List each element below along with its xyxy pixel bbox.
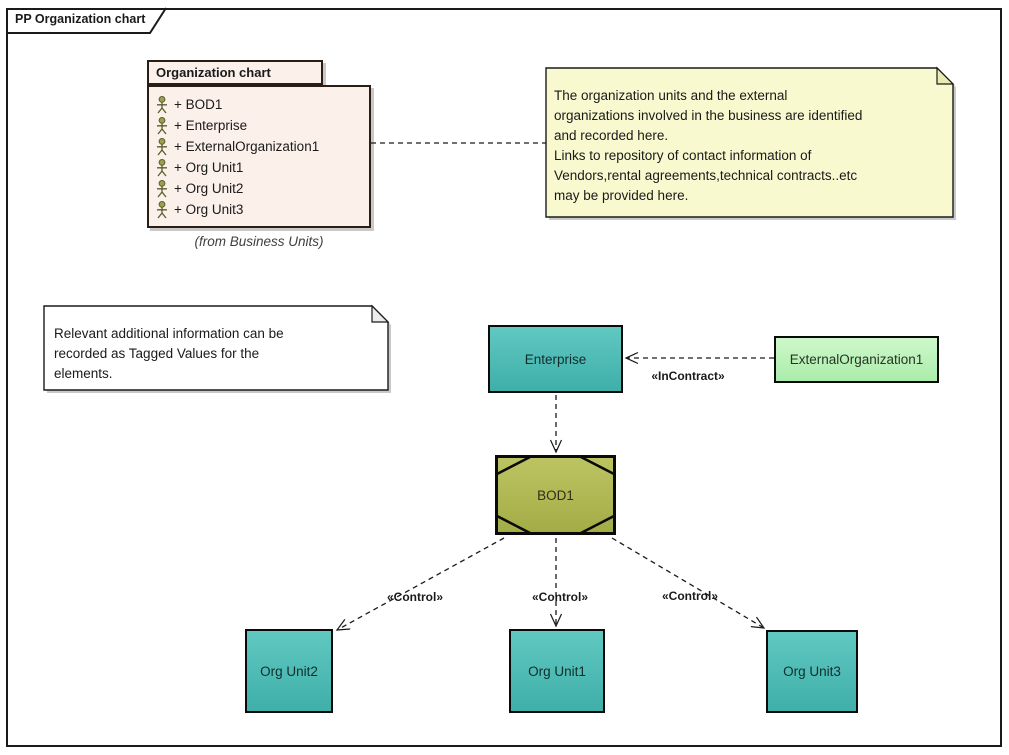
node-label: Org Unit2 <box>260 663 318 679</box>
package-organization-chart[interactable]: + BOD1 + Enterprise + ExternalOrganizati… <box>147 85 371 228</box>
package-item-bod1[interactable]: + BOD1 <box>149 94 369 115</box>
node-label: Enterprise <box>524 351 587 367</box>
node-label: Org Unit1 <box>528 663 586 679</box>
package-item-orgunit1[interactable]: + Org Unit1 <box>149 157 369 178</box>
node-label: ExternalOrganization1 <box>789 352 924 367</box>
package-item-label: + Enterprise <box>174 118 248 133</box>
node-org-unit1[interactable]: Org Unit1 <box>509 629 605 713</box>
note-identification-text-area[interactable]: The organization units and the external … <box>546 68 953 217</box>
actor-icon <box>157 158 167 176</box>
diagram-title: PP Organization chart <box>15 12 146 26</box>
package-item-label: + Org Unit1 <box>174 160 244 175</box>
package-title: Organization chart <box>156 65 271 80</box>
connector-label-incontract[interactable]: «InContract» <box>651 369 725 383</box>
package-item-label: + BOD1 <box>174 97 223 112</box>
note-tagged-values-text-area[interactable]: Relevant additional information can be r… <box>44 306 388 390</box>
actor-icon <box>157 200 167 218</box>
package-item-label: + Org Unit2 <box>174 181 244 196</box>
package-tab[interactable]: Organization chart <box>147 60 323 85</box>
node-external-organization1[interactable]: ExternalOrganization1 <box>774 336 939 383</box>
package-from-label: (from Business Units) <box>194 234 324 249</box>
node-label: BOD1 <box>537 487 574 503</box>
package-item-orgunit3[interactable]: + Org Unit3 <box>149 199 369 220</box>
note-text: The organization units and the external … <box>554 88 863 203</box>
package-item-orgunit2[interactable]: + Org Unit2 <box>149 178 369 199</box>
note-text: Relevant additional information can be r… <box>54 326 284 381</box>
connector-label-control-orgunit1[interactable]: «Control» <box>531 590 588 604</box>
connector-label-control-orgunit3[interactable]: «Control» <box>661 589 718 603</box>
board-corner-decoration-icon <box>495 455 616 535</box>
node-enterprise[interactable]: Enterprise <box>488 325 623 393</box>
node-bod1[interactable]: BOD1 <box>495 455 616 535</box>
package-item-label: + Org Unit3 <box>174 202 244 217</box>
actor-icon <box>157 179 167 197</box>
node-org-unit2[interactable]: Org Unit2 <box>245 629 333 713</box>
diagram-frame <box>6 8 1002 747</box>
actor-icon <box>157 95 167 113</box>
connector-label-control-orgunit2[interactable]: «Control» <box>386 590 443 604</box>
actor-icon <box>157 137 167 155</box>
package-item-externalorganization1[interactable]: + ExternalOrganization1 <box>149 136 369 157</box>
node-label: Org Unit3 <box>783 664 841 679</box>
package-item-enterprise[interactable]: + Enterprise <box>149 115 369 136</box>
node-org-unit3[interactable]: Org Unit3 <box>766 630 858 713</box>
package-item-label: + ExternalOrganization1 <box>174 139 320 154</box>
actor-icon <box>157 116 167 134</box>
